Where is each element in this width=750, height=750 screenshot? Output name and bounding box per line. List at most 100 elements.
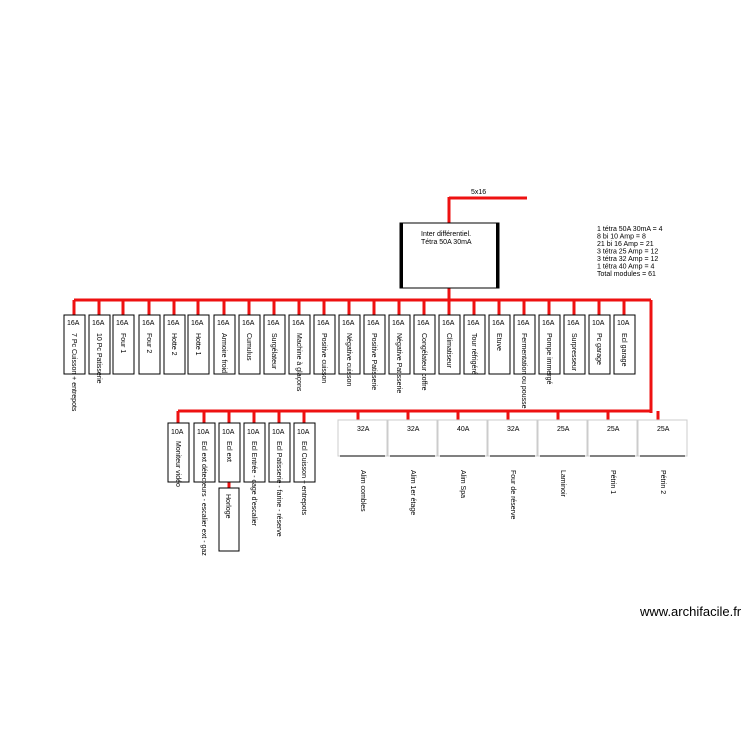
breaker-rating: 16A [116, 320, 129, 327]
breaker-label: Surgélateur [270, 333, 277, 370]
breaker-label: Hotte 2 [170, 333, 177, 356]
breaker-label: 10 Pc Patisserie [95, 333, 102, 384]
clock-label: Horloge [224, 494, 231, 519]
breaker-label: Positive cuisson [320, 333, 327, 383]
breaker-rating: 16A [142, 320, 155, 327]
breaker-body [538, 314, 561, 375]
tetra-breaker-4: 32A Four de réserve [487, 419, 538, 520]
breaker-rating: 10A [617, 320, 630, 327]
tetra-breaker-7: 25A Pétrin 2 [637, 419, 688, 494]
breaker-body [193, 422, 216, 483]
breaker-14: 16A Négative Patisserie [388, 314, 411, 393]
main-breaker: Inter différentiel. Tétra 50A 30mA [399, 222, 500, 289]
breaker-7: 16A Armoire froid [213, 314, 236, 375]
breaker-label: Etuve [495, 333, 502, 351]
tetra-rating: 32A [507, 426, 520, 433]
breaker-label: Congélateur coffre [420, 333, 427, 391]
breaker-body [163, 314, 186, 375]
breaker-body [313, 314, 336, 375]
breaker-body [112, 314, 135, 375]
tetra-rating: 25A [557, 426, 570, 433]
breaker-label: 7 Pc Cuisson + entrepots [70, 333, 77, 412]
breaker-rating: 16A [467, 320, 480, 327]
breaker-rating: 16A [342, 320, 355, 327]
breaker-rating: 16A [217, 320, 230, 327]
breaker-row2-3: 10A Ecl ext [218, 422, 241, 483]
breaker-body [138, 314, 161, 375]
breaker-body [88, 314, 111, 375]
tetra-rating: 25A [657, 426, 670, 433]
breaker-body [588, 314, 611, 375]
tetra-body [387, 419, 438, 457]
tetra-label: Alim Spa [459, 470, 466, 498]
tetra-body [437, 419, 488, 457]
breaker-label: Armoire froid [220, 333, 227, 373]
summary-line: 1 tétra 40 Amp = 4 [597, 264, 655, 271]
wire-layer [72, 196, 660, 488]
tetra-label: Alim 1er étage [409, 470, 416, 515]
breaker-rating: 10A [222, 429, 235, 436]
breaker-12: 16A Négative cuisson [338, 314, 361, 386]
breaker-rating: 16A [191, 320, 204, 327]
watermark: www.archifacile.fr [640, 604, 742, 619]
breaker-body [613, 314, 636, 375]
breaker-body [263, 314, 286, 375]
breaker-label: Négative Patisserie [395, 333, 402, 393]
tetra-body [487, 419, 538, 457]
breaker-label: Négative cuisson [345, 333, 352, 386]
breaker-rating: 16A [242, 320, 255, 327]
breaker-body [338, 314, 361, 375]
tetra-label: Alim combles [359, 470, 366, 512]
breaker-label: Surpresseur [570, 333, 577, 372]
tetra-label: Pétrin 2 [659, 470, 666, 494]
breaker-body [413, 314, 436, 375]
summary-line: 8 bi 10 Amp = 8 [597, 234, 646, 241]
breaker-rating: 16A [392, 320, 405, 327]
breaker-rating: 10A [592, 320, 605, 327]
summary-line: Total modules = 61 [597, 271, 656, 278]
breaker-body [563, 314, 586, 375]
breaker-body [63, 314, 86, 375]
tetra-body [637, 419, 688, 457]
breaker-rating: 10A [247, 429, 260, 436]
breaker-label: Ecl Cuisson + entrepots [300, 441, 307, 516]
tetra-label: Four de réserve [509, 470, 516, 520]
breaker-label: Pompe immergé [545, 333, 552, 384]
breaker-body [213, 314, 236, 375]
breaker-rating: 16A [292, 320, 305, 327]
tetra-body [537, 419, 588, 457]
breaker-label: Fermentation ou pousse [520, 333, 527, 409]
breaker-rating: 10A [272, 429, 285, 436]
summary-line: 3 tétra 25 Amp = 12 [597, 249, 658, 256]
summary-line: 1 tétra 50A 30mA = 4 [597, 226, 663, 233]
breaker-rating: 16A [492, 320, 505, 327]
breaker-label: Moniteur vidéo [174, 441, 181, 487]
breaker-label: Tour réfrigéré [470, 333, 477, 375]
tetra-body [337, 419, 388, 457]
summary-line: 21 bi 16 Amp = 21 [597, 241, 654, 248]
breaker-17: 16A Tour réfrigéré [463, 314, 486, 375]
breaker-label: Ecl ext [225, 441, 232, 462]
breaker-body [243, 422, 266, 483]
breaker-18: 16A Etuve [488, 314, 511, 375]
